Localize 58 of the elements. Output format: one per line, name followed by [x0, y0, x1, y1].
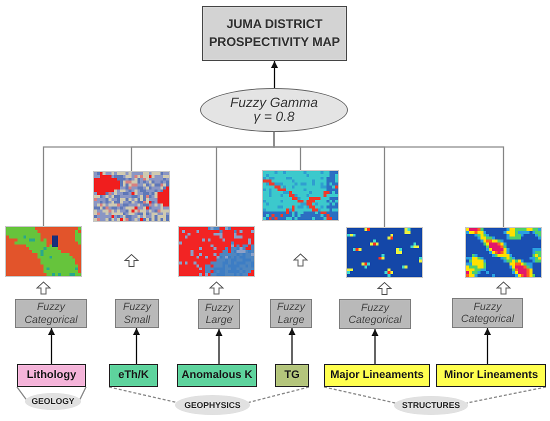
raster-map-drawing — [465, 227, 542, 278]
method-label: Fuzzy Large — [204, 302, 234, 326]
layer-label: Minor Lineaments — [444, 369, 538, 382]
raster-map-drawing — [93, 171, 170, 222]
connector-line — [273, 132, 504, 227]
arrow — [288, 328, 296, 364]
method-box — [198, 299, 240, 329]
connector-line — [466, 386, 546, 404]
raster-map-drawing — [346, 227, 423, 278]
method-box — [115, 299, 159, 328]
connector-line — [108, 386, 176, 404]
method-box — [15, 299, 87, 328]
group-ellipse — [25, 393, 81, 410]
hollow-arrow — [376, 282, 392, 295]
input-layer-box — [324, 364, 430, 387]
arrow — [48, 328, 55, 364]
input-layer-box — [177, 364, 257, 387]
hollow-arrow — [292, 253, 308, 266]
method-box — [270, 299, 312, 328]
layer-label: eTh/K — [118, 369, 149, 382]
output-box — [202, 6, 347, 61]
layer-label: TG — [284, 369, 300, 382]
operator-name: Fuzzy Gamma — [230, 96, 318, 110]
arrow — [271, 61, 278, 88]
method-label: Fuzzy Large — [276, 301, 306, 326]
group-label: GEOLOGY — [32, 397, 74, 406]
method-box — [339, 299, 411, 329]
hollow-arrow — [36, 281, 52, 294]
group-label: STRUCTURES — [402, 401, 460, 410]
input-layer-box — [109, 364, 158, 387]
arrow — [133, 328, 140, 364]
operator-parameter: γ = 0.8 — [254, 110, 294, 124]
method-label: Fuzzy Categorical — [347, 302, 403, 326]
method-box — [452, 298, 523, 328]
input-layer-box — [17, 364, 86, 387]
layer-label: Anomalous K — [182, 369, 252, 382]
input-layer-box — [436, 364, 546, 387]
method-label: Fuzzy Categorical — [23, 301, 79, 326]
arrow — [372, 329, 378, 364]
hollow-arrow — [124, 254, 140, 267]
connector-line — [324, 386, 396, 404]
raster-map-drawing — [178, 226, 255, 277]
raster-map-drawing — [5, 226, 82, 277]
hollow-arrow — [208, 281, 224, 294]
connector-line — [16, 386, 27, 400]
input-layer-box — [275, 364, 309, 387]
output-title: JUMA DISTRICT PROSPECTIVITY MAP — [208, 16, 342, 50]
layer-label: Major Lineaments — [330, 369, 424, 382]
group-label: GEOPHYSICS — [184, 400, 241, 410]
method-label: Fuzzy Small — [122, 301, 152, 326]
layer-label: Lithology — [26, 369, 76, 382]
arrow — [216, 329, 222, 364]
method-label: Fuzzy Categorical — [460, 300, 516, 326]
raster-map-drawing — [262, 170, 339, 221]
hollow-arrow — [496, 281, 512, 294]
connector-line — [79, 386, 87, 400]
arrow — [484, 328, 491, 364]
connector-line — [248, 386, 310, 404]
